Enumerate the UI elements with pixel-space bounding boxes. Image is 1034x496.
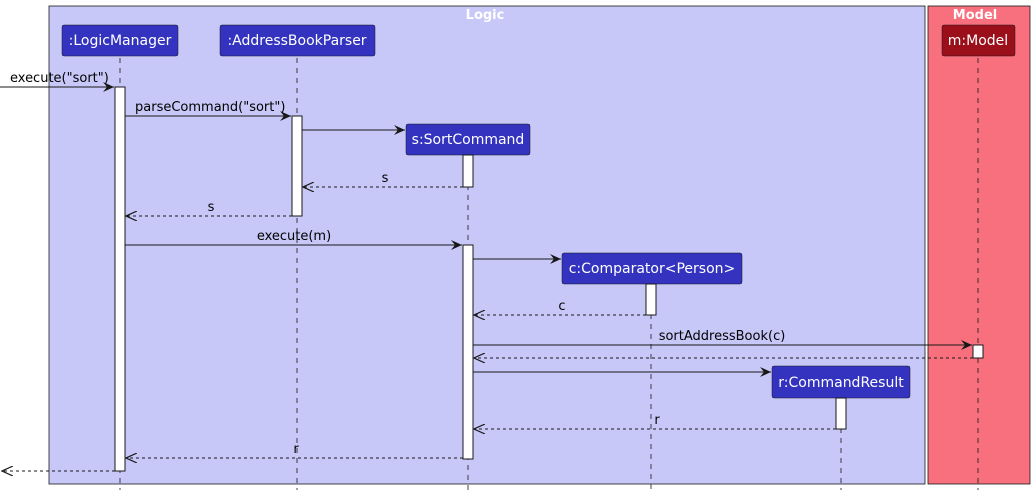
message-label-return-r-to-command: r — [654, 413, 660, 428]
activation-logicmanager — [114, 86, 126, 472]
activation-sortcommand-create — [462, 154, 474, 188]
participant-commandresult-label: r:CommandResult — [778, 375, 904, 391]
message-label-parse-command: parseCommand("sort") — [135, 100, 285, 115]
message-label-return-s-to-parser: s — [382, 171, 389, 186]
group-logic-title: Logic — [466, 8, 505, 23]
message-label-execute-m: execute(m) — [257, 229, 331, 244]
participant-logicmanager: :LogicManager — [61, 24, 179, 57]
group-model-title: Model — [953, 8, 997, 23]
participant-logicmanager-label: :LogicManager — [69, 33, 172, 49]
participant-model-label: m:Model — [948, 33, 1008, 49]
message-label-return-c: c — [558, 299, 565, 314]
activation-model — [972, 344, 984, 359]
participant-sortcommand-label: s:SortCommand — [412, 132, 525, 148]
message-label-execute-sort: execute("sort") — [10, 71, 109, 86]
participant-comparator: c:Comparator<Person> — [561, 252, 743, 285]
message-label-return-r-to-manager: r — [293, 442, 299, 457]
activation-commandresult — [835, 397, 847, 430]
participant-addressbookparser-label: :AddressBookParser — [227, 33, 366, 49]
group-model — [927, 5, 1031, 485]
participant-sortcommand: s:SortCommand — [405, 123, 531, 156]
activation-comparator — [645, 283, 657, 316]
participant-addressbookparser: :AddressBookParser — [219, 24, 376, 57]
activation-addressbookparser — [291, 115, 303, 217]
message-label-sort-address-book: sortAddressBook(c) — [659, 329, 786, 344]
participant-model: m:Model — [941, 24, 1016, 57]
activation-sortcommand-execute — [462, 244, 474, 460]
participant-commandresult: r:CommandResult — [771, 365, 911, 399]
message-label-return-s-to-manager: s — [208, 200, 215, 215]
participant-comparator-label: c:Comparator<Person> — [569, 261, 736, 277]
